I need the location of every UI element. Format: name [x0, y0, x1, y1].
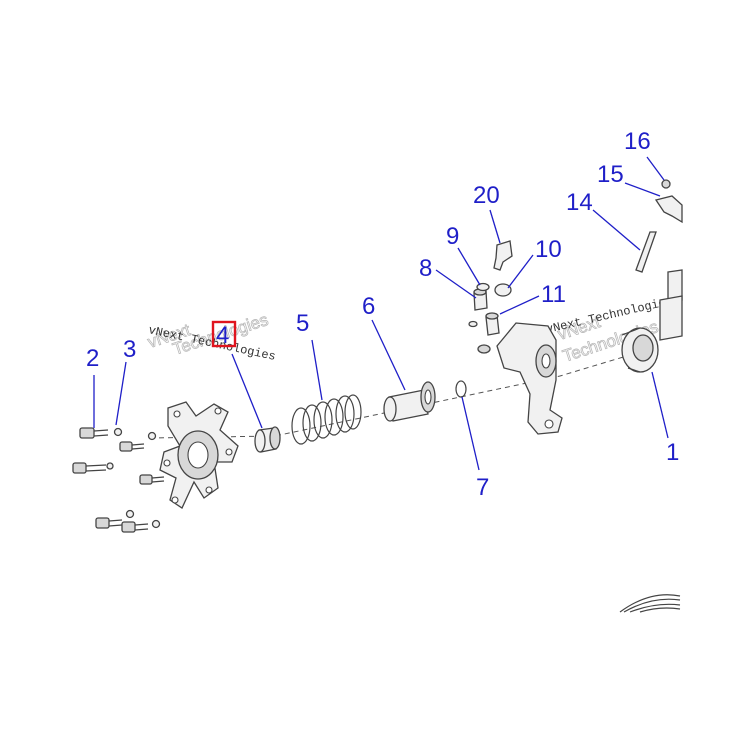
callout-3: 3: [123, 336, 136, 363]
callout-20: 20: [473, 182, 500, 209]
hub-flange: [159, 401, 239, 509]
spring-part-5: [291, 394, 362, 445]
callout-11: 11: [541, 281, 566, 308]
leader-lines: [93, 156, 669, 471]
leader-1: [651, 371, 669, 439]
leader-4: [231, 353, 263, 429]
callout-2: 2: [86, 345, 99, 372]
nut-part-16: [661, 179, 671, 189]
callout-6: 6: [362, 293, 375, 320]
washer-small: [468, 320, 478, 328]
bolt: [121, 519, 161, 533]
bolt-group: [72, 427, 165, 533]
callout-9: 9: [446, 223, 459, 250]
callout-highlight: [211, 320, 237, 348]
callout-16: 16: [624, 128, 651, 155]
leader-7: [461, 396, 480, 471]
leader-8: [435, 269, 477, 299]
washer-flat: [477, 344, 491, 354]
sleeve-part-6: [383, 381, 436, 422]
leader-5: [311, 339, 323, 401]
partial-wheel: [619, 594, 681, 613]
leader-14: [592, 209, 641, 251]
stud-part-14: [635, 231, 657, 273]
washer-part-9: [476, 282, 490, 292]
washer: [106, 462, 114, 470]
cap-part-10: [494, 283, 512, 297]
pin-part-8: [473, 288, 488, 311]
bushing-part-4: [254, 426, 281, 453]
callout-7: 7: [476, 474, 489, 501]
leader-16: [646, 156, 665, 181]
bearing-part-1: [621, 327, 659, 373]
leader-10: [507, 254, 534, 289]
callout-8: 8: [419, 255, 432, 282]
callout-15: 15: [597, 161, 624, 188]
leader-11: [499, 295, 540, 315]
callout-4: 4: [216, 322, 229, 349]
knuckle-arm: [496, 322, 563, 435]
bolt: [72, 462, 107, 474]
bracket-part-15: [654, 195, 683, 224]
pin-part-11: [485, 312, 500, 336]
callout-10: 10: [535, 236, 562, 263]
leader-3: [115, 361, 127, 426]
clip-part-20: [493, 240, 513, 271]
callout-labels: 2 3 4 5 6 7 8 9 10 11 14 15 16 20 1: [86, 128, 679, 501]
bolt: [79, 427, 123, 439]
leader-6: [371, 319, 406, 391]
callout-14: 14: [566, 189, 593, 216]
leader-9: [457, 247, 481, 286]
o-ring-part-7: [455, 380, 467, 398]
bolt: [95, 517, 123, 529]
callout-5: 5: [296, 310, 309, 337]
leader-15: [624, 182, 661, 197]
watermark-left: vNext Technologies vNext Technologies: [145, 310, 277, 364]
bolt: [139, 474, 165, 485]
callout-1: 1: [666, 439, 679, 466]
bolt: [119, 431, 157, 452]
frame-edge: [659, 269, 683, 341]
washer: [125, 509, 135, 519]
leader-20: [489, 209, 501, 244]
